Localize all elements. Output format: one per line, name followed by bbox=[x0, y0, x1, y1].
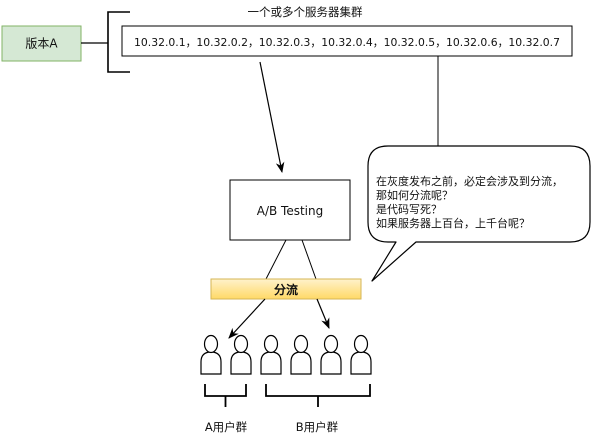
ab-testing-label: A/B Testing bbox=[257, 204, 324, 218]
user-head bbox=[293, 334, 309, 354]
server-ip-box: 10.32.0.1，10.32.0.2，10.32.0.3，10.32.0.4，… bbox=[121, 25, 573, 57]
user-head bbox=[263, 334, 279, 354]
version-a-label: 版本A bbox=[25, 37, 58, 51]
callout-line-4: 如果服务器上百台，上千台呢？ bbox=[376, 216, 530, 230]
ab-to-split-line-left bbox=[265, 239, 287, 280]
split-label: 分流 bbox=[274, 282, 298, 297]
callout-line-3: 是代码写死？ bbox=[376, 203, 442, 216]
group-b-bracket bbox=[265, 384, 371, 407]
server-ip-rect bbox=[121, 25, 573, 57]
split-to-group-b-arrow bbox=[316, 298, 330, 329]
ab-testing-box bbox=[229, 179, 351, 241]
user-body bbox=[200, 351, 222, 375]
user-body bbox=[260, 351, 282, 375]
group-a-bracket bbox=[204, 384, 247, 407]
user-head bbox=[323, 334, 339, 354]
callout-line-2: 那如何分流呢？ bbox=[376, 188, 453, 202]
cluster-title: 一个或多个服务器集群 bbox=[248, 5, 363, 19]
user-a-icon bbox=[200, 334, 222, 375]
user-head bbox=[233, 334, 249, 354]
user-b-icon bbox=[290, 334, 312, 375]
cluster-to-ab-arrow bbox=[259, 61, 285, 174]
user-a-icon bbox=[230, 334, 252, 375]
user-figures bbox=[200, 334, 372, 375]
split-node: 分流 bbox=[210, 278, 362, 300]
server-ip-list: 10.32.0.1，10.32.0.2，10.32.0.3，10.32.0.4，… bbox=[134, 36, 560, 49]
version-a-node: 版本A bbox=[1, 25, 82, 62]
user-body bbox=[320, 351, 342, 375]
user-body bbox=[350, 351, 372, 375]
user-head bbox=[353, 334, 369, 354]
group-b-label: B用户群 bbox=[296, 420, 339, 434]
user-b-icon bbox=[350, 334, 372, 375]
callout-shape bbox=[367, 145, 591, 282]
split-bar bbox=[210, 278, 362, 300]
user-b-icon bbox=[260, 334, 282, 375]
ab-to-split-line-right bbox=[301, 239, 317, 280]
ab-testing-node: A/B Testing bbox=[229, 179, 351, 241]
user-head bbox=[203, 334, 219, 354]
callout-bubble: 在灰度发布之前，必定会涉及到分流， 那如何分流呢？ 是代码写死？ 如果服务器上百… bbox=[367, 145, 591, 282]
split-to-group-a-arrow bbox=[228, 298, 266, 339]
callout-line-1: 在灰度发布之前，必定会涉及到分流， bbox=[376, 174, 563, 188]
user-b-icon bbox=[320, 334, 342, 375]
user-body bbox=[230, 351, 252, 375]
cluster-bracket bbox=[107, 11, 130, 73]
version-a-box bbox=[1, 25, 82, 62]
user-body bbox=[290, 351, 312, 375]
group-a-label: A用户群 bbox=[205, 420, 248, 434]
